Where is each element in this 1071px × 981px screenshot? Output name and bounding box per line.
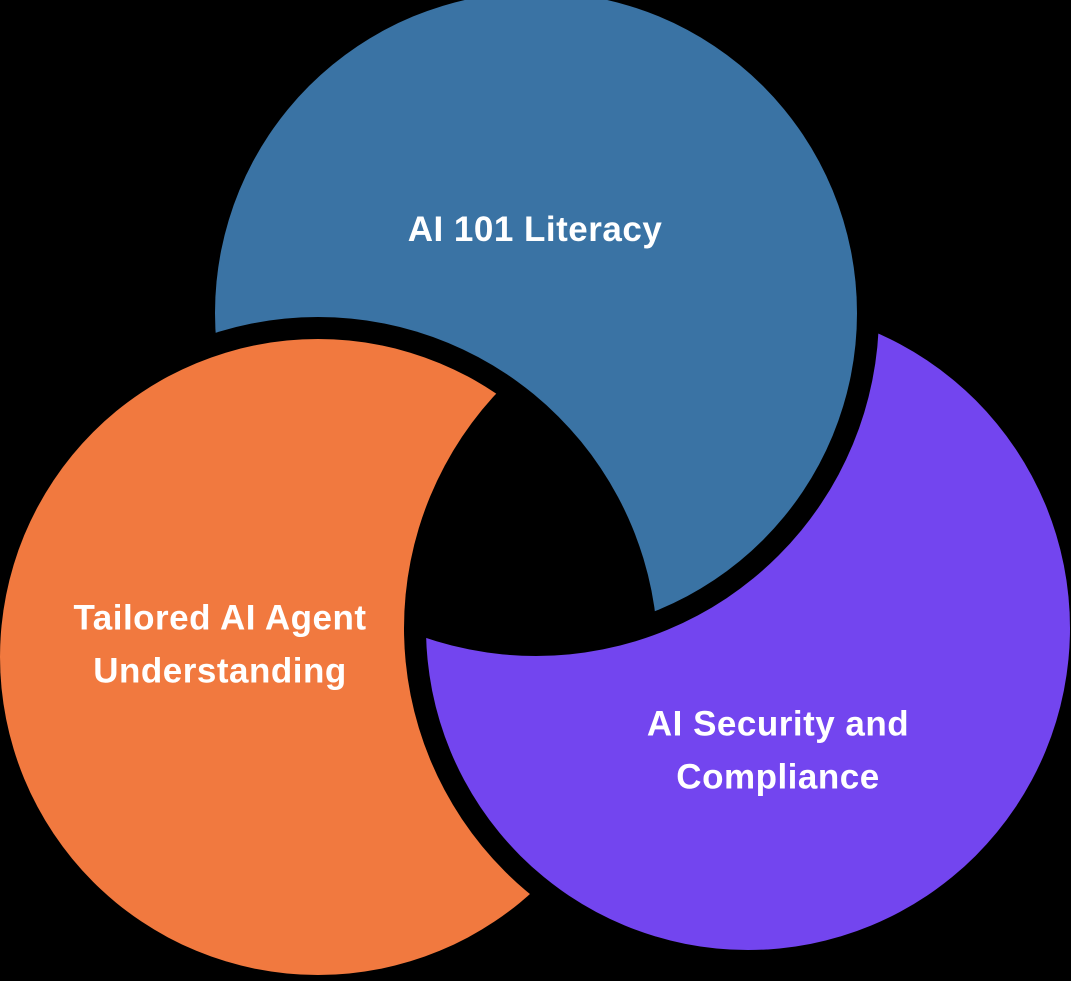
circle-ai-security-and-compliance [426, 306, 1070, 950]
